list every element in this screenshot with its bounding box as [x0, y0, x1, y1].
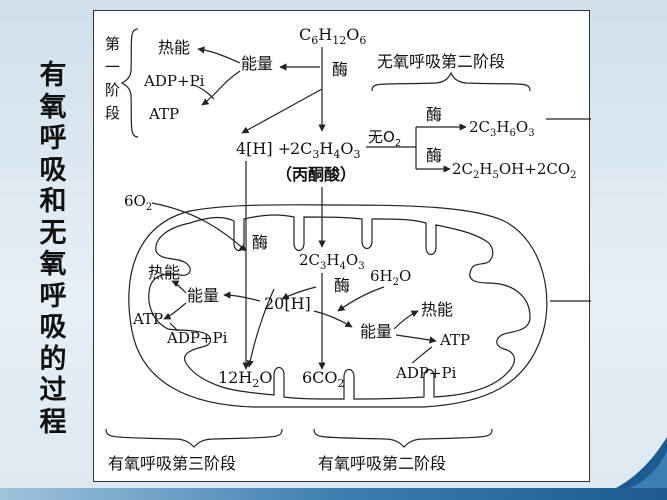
enzyme-stage3: 酶	[252, 233, 268, 252]
aerobic-stage3-label: 有氧呼吸第三阶段	[108, 454, 236, 473]
water-in-formula: 6H2O	[370, 267, 411, 288]
water-out-formula: 12H2O	[218, 368, 272, 390]
ethanol-formula: 2C2H5OH+2CO2	[452, 160, 577, 181]
energy-3: 能量	[187, 286, 219, 305]
arrow-glucose-to-hydrogen	[241, 88, 323, 134]
enzyme-lactic: 酶	[426, 105, 442, 124]
aerobic-stage2-label: 有氧呼吸第二阶段	[318, 454, 446, 473]
arrow-to-h20	[281, 286, 317, 300]
corner-decoration-icon	[616, 437, 667, 488]
adp-pi-2: ADP+Pi	[395, 364, 457, 382]
arrow-energy-to-atp	[201, 70, 241, 106]
arrow-adp-merge	[193, 84, 215, 100]
atp-2: ATP	[439, 331, 470, 349]
arrow-oxygen-in	[151, 202, 247, 252]
adp-pi-1: ADP+Pi	[143, 72, 205, 90]
mito-outer-membrane	[128, 204, 548, 408]
h20: 20[H]	[264, 294, 311, 313]
pyruvate-name: （丙酮酸）	[276, 165, 356, 184]
stage1-label-1: 第	[105, 35, 120, 53]
arrow-adp3-merge	[169, 322, 179, 332]
heat-energy-1: 热能	[158, 38, 190, 57]
lactic-acid-formula: 2C3H6O3	[469, 118, 535, 139]
energy-2: 能量	[360, 322, 392, 341]
co2-formula: 6CO2	[302, 368, 345, 390]
arrow-adp2-merge	[411, 346, 433, 364]
stage1-brace	[120, 28, 139, 138]
arrow-energy-to-heat	[197, 46, 241, 64]
enzyme-ethanol: 酶	[426, 146, 442, 165]
diagram-panel: 第 一 阶 段 热能 能量 ADP+Pi ATP C6H12O6 酶 无氧呼吸第…	[93, 10, 591, 482]
stage1-label-3: 阶	[105, 81, 120, 99]
stage1-label-4: 段	[105, 104, 120, 122]
pyruvate-formula-2: 2C3H4O3	[299, 251, 365, 272]
no-oxygen-label: 无O2	[368, 128, 401, 149]
stage3-brace	[105, 428, 283, 448]
arrow-energy2-to-atp	[395, 334, 437, 344]
stage1-label-2: 一	[105, 58, 120, 76]
arrow-energy3-to-heat	[171, 280, 187, 294]
arrow-h20-to-energy-right	[313, 310, 353, 328]
stage2-brace	[313, 428, 493, 448]
arrow-h20-to-water	[246, 288, 275, 368]
arrow-h20-to-energy-left	[223, 291, 261, 302]
heat-energy-3: 热能	[148, 263, 180, 282]
energy-1: 能量	[241, 54, 273, 73]
respiration-diagram: 第 一 阶 段 热能 能量 ADP+Pi ATP C6H12O6 酶 无氧呼吸第…	[105, 25, 591, 473]
arrow-energy2-to-heat	[393, 310, 419, 330]
adp-pi-3: ADP+Pi	[166, 329, 228, 347]
glucose-formula: C6H12O6	[299, 25, 366, 47]
enzyme-1: 酶	[332, 60, 348, 79]
atp-3: ATP	[132, 310, 163, 328]
anaerobic-stage2-label: 无氧呼吸第二阶段	[377, 52, 505, 71]
oxygen-formula: 6O2	[124, 192, 152, 213]
arrow-energy3-to-atp	[163, 302, 187, 320]
arrow-water-in	[337, 286, 385, 312]
atp-1: ATP	[148, 105, 179, 123]
anaerobic-brace	[371, 71, 531, 92]
hydrogen-4: 4[H] +	[236, 139, 291, 158]
mito-inner-membrane	[148, 214, 531, 400]
pyruvate-formula: 2C3H4O3	[290, 139, 361, 161]
slide-title: 有氧呼吸和无氧呼吸的过程	[39, 60, 67, 438]
bottom-bar	[0, 488, 667, 500]
heat-energy-2: 热能	[421, 300, 453, 319]
enzyme-stage2: 酶	[334, 276, 350, 295]
